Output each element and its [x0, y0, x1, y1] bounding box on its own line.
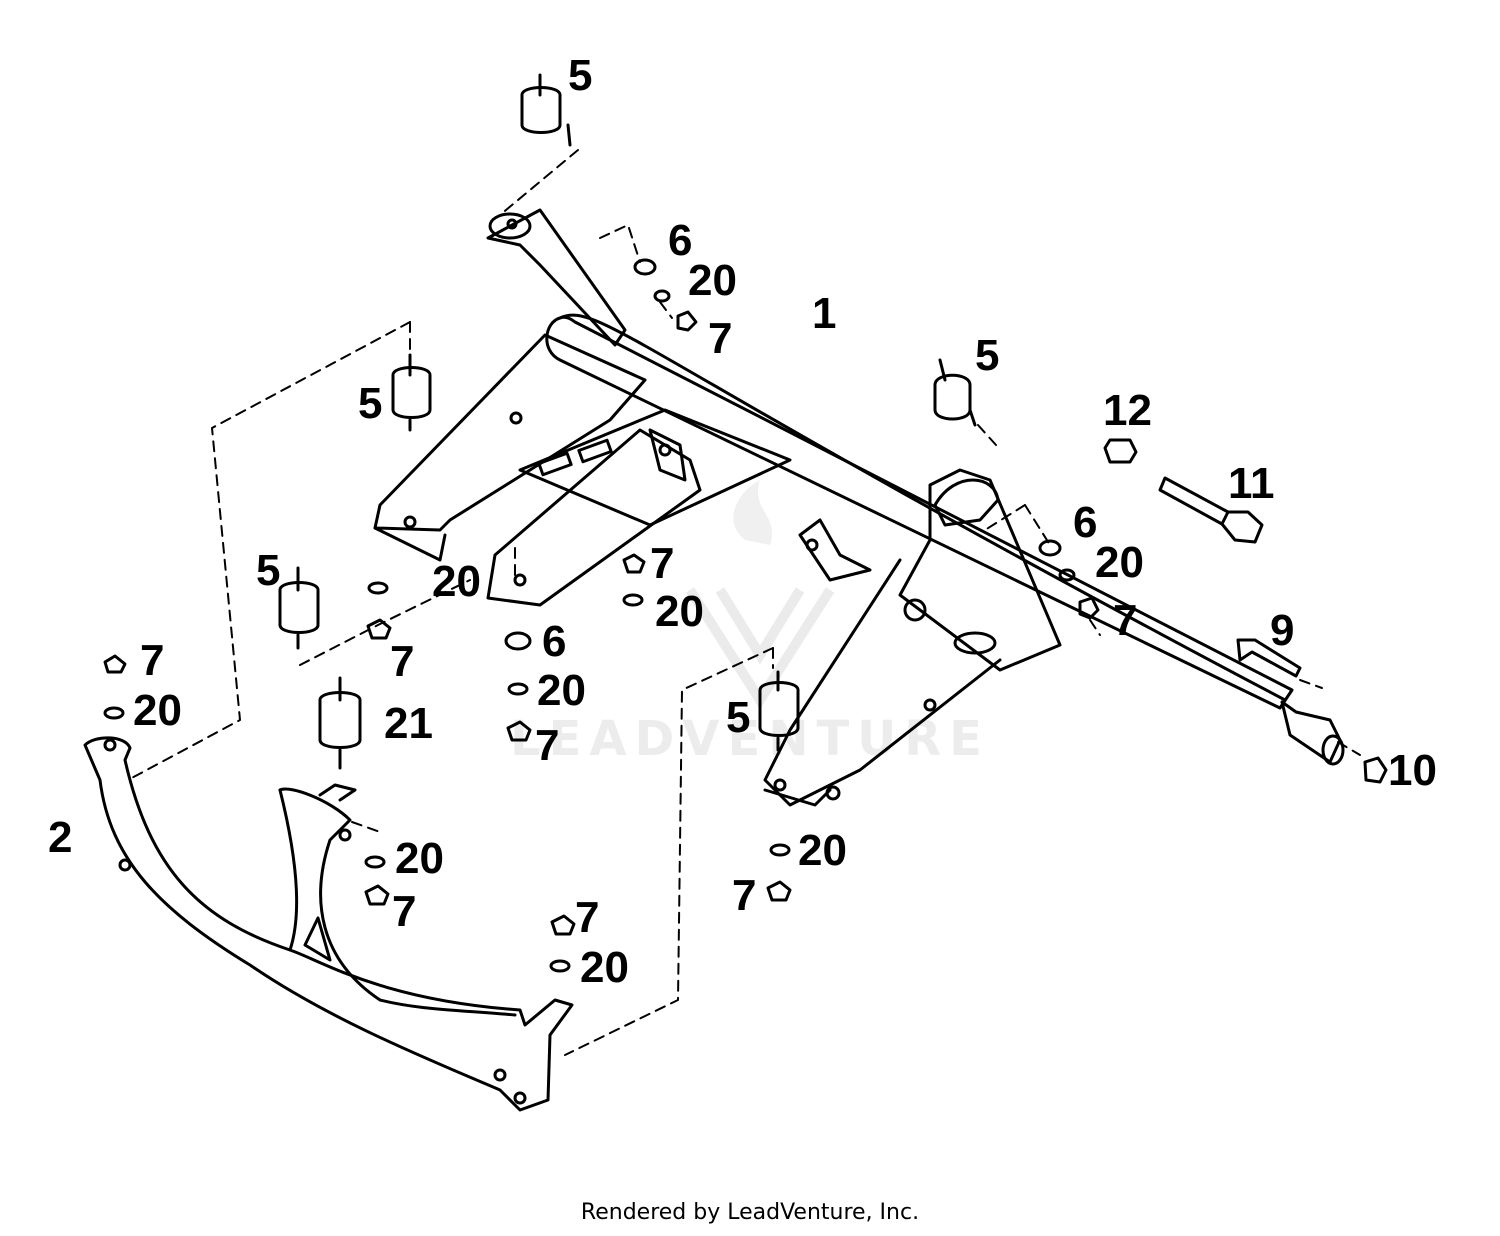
callout-label: 11 [1228, 459, 1275, 508]
callout-label: 20 [655, 587, 704, 636]
main-cross-tube [545, 315, 1294, 710]
callout-label: 7 [732, 871, 756, 920]
callout-label: 5 [975, 331, 999, 380]
upright-right [898, 468, 1062, 672]
callout-label: 6 [668, 216, 692, 265]
callout-label: 1 [812, 289, 836, 338]
engine-plate-inner-arc [278, 787, 517, 1017]
callout-label: 9 [1270, 606, 1294, 655]
callout-label: 20 [798, 826, 847, 875]
callout-label: 20 [1095, 538, 1144, 587]
callout-label: 7 [390, 637, 414, 686]
watermark: LEADVENTURE [510, 480, 990, 767]
callout-label: 2 [48, 813, 72, 862]
callout-label: 21 [384, 699, 433, 748]
center-plate [518, 408, 792, 527]
callout-label: 7 [535, 721, 559, 770]
rubber-mount-left-lower [278, 566, 320, 650]
center-arm [486, 428, 702, 607]
callout-label: 20 [133, 686, 182, 735]
frame-drawing [83, 73, 1388, 1112]
bolt-9 [1236, 638, 1302, 678]
callout-label: 5 [726, 693, 750, 742]
middle-tab [798, 518, 872, 582]
callout-label: 7 [392, 887, 416, 936]
callout-label: 6 [1073, 498, 1097, 547]
rubber-mount-center-right [933, 358, 977, 427]
callout-label: 6 [542, 617, 566, 666]
callout-label: 7 [1113, 596, 1137, 645]
callout-labels: 5 6 20 7 1 5 5 12 11 20 6 20 7 5 20 7 20… [48, 51, 1437, 992]
callout-label: 20 [580, 943, 629, 992]
bolt-11 [1158, 476, 1264, 544]
rubber-mount-left-upper [391, 353, 432, 432]
upper-arm-left [486, 208, 627, 347]
callout-label: 5 [256, 546, 280, 595]
callout-label: 20 [432, 557, 481, 606]
footer-credit: Rendered by LeadVenture, Inc. [580, 1200, 920, 1225]
callout-label: 20 [688, 256, 737, 305]
rubber-mount-21 [318, 676, 362, 770]
engine-plate [83, 736, 574, 1112]
watermark-text: LEADVENTURE [510, 711, 990, 767]
watermark-logo-icon [685, 587, 835, 710]
callout-label: 7 [650, 539, 674, 588]
callout-label: 10 [1388, 746, 1437, 795]
callout-label: 7 [708, 314, 732, 363]
side-bracket-left [373, 333, 647, 532]
callout-label: 20 [395, 834, 444, 883]
callout-label: 20 [537, 666, 586, 715]
rubber-mount-top [520, 73, 572, 147]
rubber-mount-lower-right [758, 670, 800, 752]
washers-and-nuts [103, 258, 1388, 973]
callout-label: 7 [575, 893, 599, 942]
callout-label: 12 [1103, 386, 1152, 435]
callout-label: 7 [140, 636, 164, 685]
assembly-lines [127, 149, 1361, 1056]
tube-end-fitting [1280, 700, 1342, 764]
callout-label: 5 [358, 379, 382, 428]
nut-12 [1103, 438, 1138, 464]
callout-label: 5 [568, 51, 592, 100]
